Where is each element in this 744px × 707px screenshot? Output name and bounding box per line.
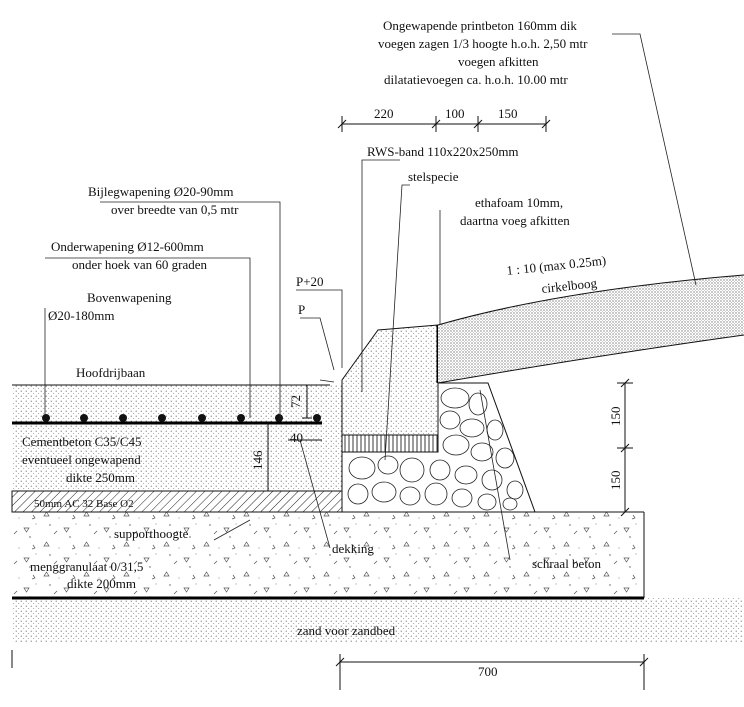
onder-label-2: onder hoek van 60 graden [72, 257, 208, 272]
right-dimension-chain [617, 378, 633, 517]
rebar-row [42, 414, 321, 422]
bottom-dimension [11, 650, 649, 690]
cementbeton-label-2: eventueel ongewapend [22, 452, 141, 467]
leader-lines [44, 33, 697, 561]
boven-label-1: Bovenwapening [87, 290, 172, 305]
layer-menggranulaat [12, 511, 645, 598]
cementbeton-slab [12, 385, 342, 491]
menggranulaat-layer [12, 512, 644, 598]
schraal-beton-stones [341, 382, 536, 513]
rws-band-label: RWS-band 110x220x250mm [367, 144, 519, 159]
dim-700: 700 [478, 664, 498, 679]
p-label: P [298, 302, 305, 317]
p20-label: P+20 [296, 274, 324, 289]
printbeton-slab [437, 274, 744, 384]
sand-bed-layer [12, 598, 743, 642]
zand-label: zand voor zandbed [297, 623, 396, 638]
printbeton-label-2: voegen zagen 1/3 hoogte h.o.h. 2,50 mtr [378, 36, 588, 51]
dim-100: 100 [445, 106, 465, 121]
dekking-label: dekking [332, 541, 374, 556]
stelspecie-label: stelspecie [408, 169, 459, 184]
dim-72: 72 [288, 395, 303, 408]
top-dimension-chain [337, 116, 551, 132]
dim-150-top: 150 [498, 106, 518, 121]
slab-thickness-dims [263, 384, 322, 492]
printbeton-label-3: voegen afkitten [458, 54, 539, 69]
hoofdrijbaan-label: Hoofdrijbaan [76, 365, 146, 380]
boven-label-2: Ø20-180mm [48, 308, 114, 323]
dim-220: 220 [374, 106, 394, 121]
ac-base-label: 50mm AC 32 Base O2 [34, 498, 134, 510]
layer-cementbeton [12, 384, 342, 492]
supporthoogte-label: supporthoogte [114, 526, 189, 541]
rebar-dot [313, 414, 321, 422]
rws-band-body [342, 325, 438, 385]
ethafoam-label-1: ethafoam 10mm, [475, 195, 563, 210]
menggranulaat-label-2: dikte 200mm [67, 576, 136, 591]
onder-label-1: Onderwapening Ø12-600mm [51, 239, 204, 254]
cementbeton-label-3: dikte 250mm [66, 470, 135, 485]
rebar-dot [237, 414, 245, 422]
dim-150-upper: 150 [608, 407, 623, 427]
rebar-dot [80, 414, 88, 422]
ethafoam-label-2: daartna voeg afkitten [460, 213, 570, 228]
dim-150-lower: 150 [608, 471, 623, 491]
slope-label-2: cirkelboog [541, 275, 598, 296]
rebar-dot [198, 414, 206, 422]
schraal-beton-label: schraal beton [532, 556, 601, 571]
cementbeton-label-1: Cementbeton C35/C45 [22, 434, 142, 449]
rebar-dot [119, 414, 127, 422]
slope-label-1: 1 : 10 (max 0.25m) [506, 253, 607, 278]
ac-base-layer [12, 491, 342, 512]
rebar-dot [158, 414, 166, 422]
menggranulaat-label-1: menggranulaat 0/31,5 [30, 559, 143, 574]
printbeton-label-4: dilatatievoegen ca. h.o.h. 10.00 mtr [384, 72, 568, 87]
rws-band [341, 324, 440, 435]
bijleg-label-1: Bijlegwapening Ø20-90mm [88, 184, 234, 199]
stelspecie-layer [342, 435, 438, 452]
printbeton-label-1: Ongewapende printbeton 160mm dik [383, 18, 577, 33]
bijleg-label-2: over breedte van 0,5 mtr [111, 202, 239, 217]
layer-sand-bed [12, 598, 743, 642]
rebar-dot [42, 414, 50, 422]
dim-146: 146 [250, 450, 265, 470]
rebar-dot [275, 414, 283, 422]
dim-40: 40 [290, 430, 303, 445]
printbeton-annotation: Ongewapende printbeton 160mm dik voegen … [378, 18, 588, 87]
